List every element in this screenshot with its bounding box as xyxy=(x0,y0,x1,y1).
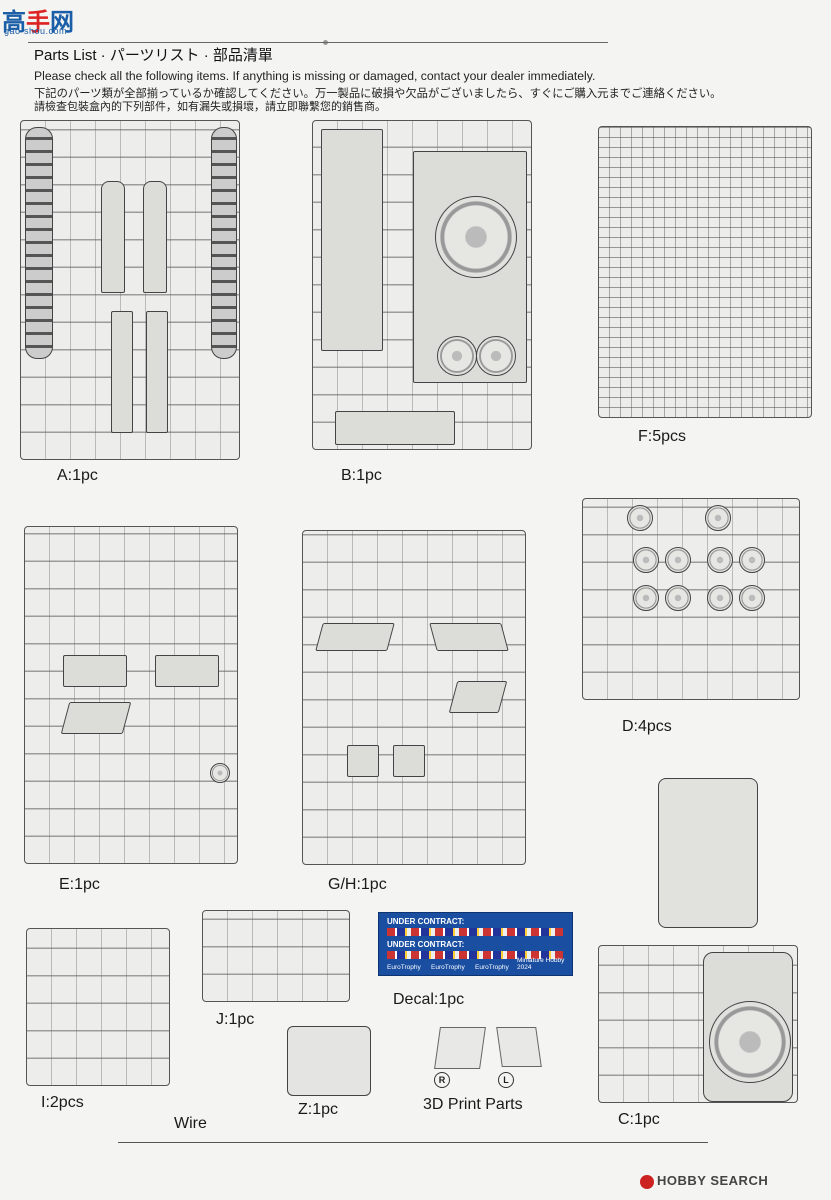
instruction-chinese: 請檢查包裝盒內的下列部件，如有漏失或損壞，請立即聯繫您的銷售商。 xyxy=(34,100,386,113)
sprue-i xyxy=(26,928,170,1086)
armor-plate-part xyxy=(429,623,509,651)
watermark-glyph-3: 网 xyxy=(50,8,74,36)
print-part-right xyxy=(434,1027,486,1069)
road-wheel-part xyxy=(707,585,733,611)
caption-decal: Decal:1pc xyxy=(393,991,465,1008)
wire-part xyxy=(118,1142,708,1143)
box-part xyxy=(393,745,425,777)
caption-j: J:1pc xyxy=(216,1011,255,1028)
caption-f: F:5pcs xyxy=(638,428,687,445)
sprue-f xyxy=(598,126,812,418)
watermark-url: gao-shou.com xyxy=(4,26,68,36)
caption-gh: G/H:1pc xyxy=(328,876,387,893)
road-wheel-part xyxy=(739,547,765,573)
turret-part xyxy=(658,778,758,928)
caption-b: B:1pc xyxy=(341,467,382,484)
fan-screen-part xyxy=(288,1061,322,1095)
hull-side-part xyxy=(321,129,383,351)
decal-line-2: UNDER CONTRACT: xyxy=(387,940,465,949)
fender-part xyxy=(143,181,167,293)
box-part xyxy=(347,745,379,777)
sprue-a xyxy=(20,120,240,460)
caption-c: C:1pc xyxy=(618,1111,660,1128)
watermark-footer-text: HOBBY SEARCH xyxy=(657,1173,769,1188)
fan-screen-part xyxy=(288,1027,322,1061)
sprue-d xyxy=(582,498,800,700)
caption-wire: Wire xyxy=(174,1115,207,1132)
left-marker: L xyxy=(498,1072,514,1088)
road-wheel-part xyxy=(665,547,691,573)
fan-part xyxy=(437,336,477,376)
gun-mantlet-part xyxy=(659,809,689,839)
armor-plate-part xyxy=(315,623,395,651)
hobby-search-logo-icon xyxy=(640,1174,654,1189)
hatch-part xyxy=(210,763,230,783)
header-rule xyxy=(28,42,608,63)
caption-d: D:4pcs xyxy=(622,718,672,735)
fan-part xyxy=(476,336,516,376)
decal-brand: EuroTrophy xyxy=(475,964,509,971)
sprocket-part xyxy=(705,505,731,531)
sprue-gh xyxy=(302,530,526,865)
right-marker: R xyxy=(434,1072,450,1088)
plate-part xyxy=(155,655,219,687)
decal-brand: EuroTrophy xyxy=(387,964,421,971)
sprue-b xyxy=(312,120,532,450)
armor-plate-part xyxy=(448,681,508,713)
turret-ring-part xyxy=(435,196,517,278)
decal-sheet: UNDER CONTRACT: UNDER CONTRACT: EuroTrop… xyxy=(378,912,573,976)
decal-line-1: UNDER CONTRACT: xyxy=(387,917,465,926)
hull-rear-part xyxy=(335,411,455,445)
road-wheel-part xyxy=(739,585,765,611)
sprue-e xyxy=(24,526,238,864)
sprue-j xyxy=(202,910,350,1002)
watermark-glyph-1: 高 xyxy=(2,8,26,36)
decal-flags-row xyxy=(387,951,563,959)
decal-brand: EuroTrophy xyxy=(431,964,465,971)
track-part xyxy=(211,127,237,359)
photo-etch-fret xyxy=(287,1026,371,1096)
print-part-left xyxy=(496,1027,542,1067)
fender-part xyxy=(101,181,125,293)
road-wheel-part xyxy=(633,547,659,573)
page-title: Parts List · パーツリスト · 部品清單 xyxy=(34,47,273,64)
caption-e: E:1pc xyxy=(59,876,100,893)
caption-z: Z:1pc xyxy=(298,1101,339,1118)
instruction-english: Please check all the following items. If… xyxy=(34,69,596,83)
sprue-c xyxy=(598,945,798,1103)
watermark-logo: 高手网 gao-shou.com xyxy=(2,2,88,36)
watermark-glyph-2: 手 xyxy=(26,8,50,36)
road-wheel-part xyxy=(707,547,733,573)
decal-flags-row xyxy=(387,928,563,936)
caption-3d-print: 3D Print Parts xyxy=(423,1096,523,1113)
plate-part xyxy=(63,655,127,687)
decal-footer: Miniature Hobby 2024 xyxy=(517,957,565,971)
road-wheel-part xyxy=(633,585,659,611)
caption-i: I:2pcs xyxy=(41,1094,84,1111)
bar-part xyxy=(146,311,168,433)
plate-part xyxy=(60,702,132,734)
road-wheel-part xyxy=(665,585,691,611)
track-part xyxy=(25,127,53,359)
gun-mantlet-part xyxy=(659,779,689,809)
sprocket-part xyxy=(627,505,653,531)
watermark-footer: HOBBY SEARCH xyxy=(640,1173,768,1189)
turret-ring-part xyxy=(709,1001,791,1083)
caption-a: A:1pc xyxy=(57,467,98,484)
instruction-japanese: 下記のパーツ類が全部揃っているか確認してください。万一製品に破損や欠品がございま… xyxy=(34,87,722,100)
bar-part xyxy=(111,311,133,433)
